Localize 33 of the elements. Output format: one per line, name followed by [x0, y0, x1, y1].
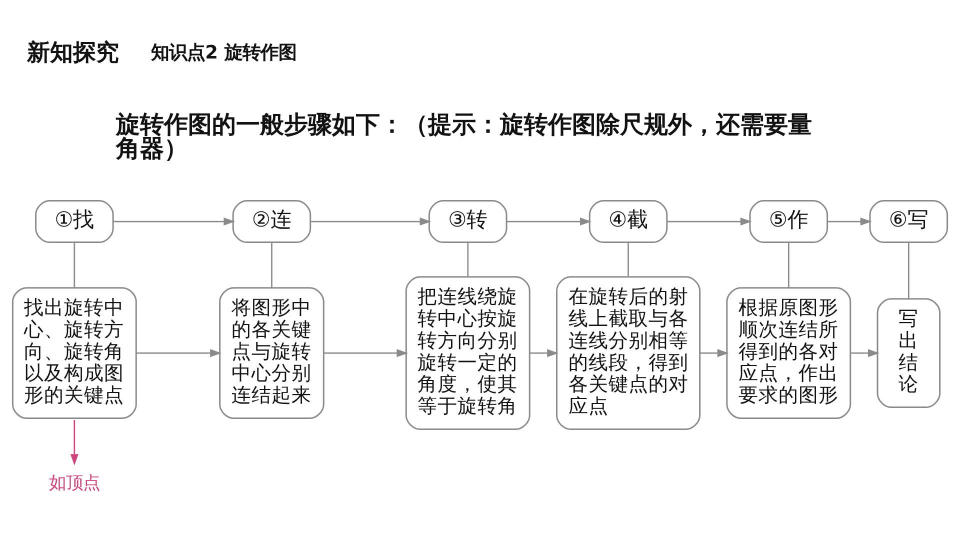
connector — [467, 242, 469, 276]
label: 新知探究 — [27, 40, 120, 66]
node-box: 将图形中的各关键点与旋转中心分别连结起来 — [219, 287, 324, 420]
connector — [74, 242, 76, 288]
arrow — [136, 349, 222, 358]
node-box: ③转 — [428, 200, 508, 244]
arrow — [310, 218, 432, 226]
arrow — [700, 349, 729, 358]
arrow — [530, 349, 559, 358]
connector — [271, 242, 272, 288]
node-box: ②连 — [232, 200, 312, 244]
arrow — [70, 420, 78, 466]
node-text: 如顶点 — [48, 474, 100, 494]
arrow — [506, 218, 592, 226]
arrow — [850, 349, 880, 358]
node-box: 在旋转后的射线上截取与各连线分别相等的线段，得到各关键点的对应点 — [556, 276, 701, 430]
arrow — [667, 218, 752, 226]
arrow — [113, 218, 236, 226]
connector — [908, 242, 910, 299]
node-box: 写出结论 — [876, 298, 941, 408]
node-box: ①找 — [35, 200, 114, 244]
node-box: 根据原图形顺次连结所得到的各对应点，作出要求的图形 — [726, 287, 852, 420]
arrow — [324, 349, 408, 358]
node-box: ⑥写 — [869, 200, 948, 244]
connector — [788, 242, 790, 288]
node-box: ④截 — [588, 200, 668, 244]
label: 知识点2 旋转作图 — [151, 42, 296, 64]
arrow — [828, 218, 872, 226]
node-box: ⑤作 — [749, 200, 828, 244]
label: 旋转作图的一般步骤如下：（提示：旋转作图除尺规外，还需要量角器） — [116, 110, 812, 163]
node-box: 找出旋转中心、旋转方向、旋转角以及构成图形的关键点 — [12, 287, 137, 420]
node-box: 把连线绕旋转中心按旋转方向分别旋转一定的角度，使其等于旋转角 — [405, 276, 530, 430]
connector — [628, 242, 629, 276]
